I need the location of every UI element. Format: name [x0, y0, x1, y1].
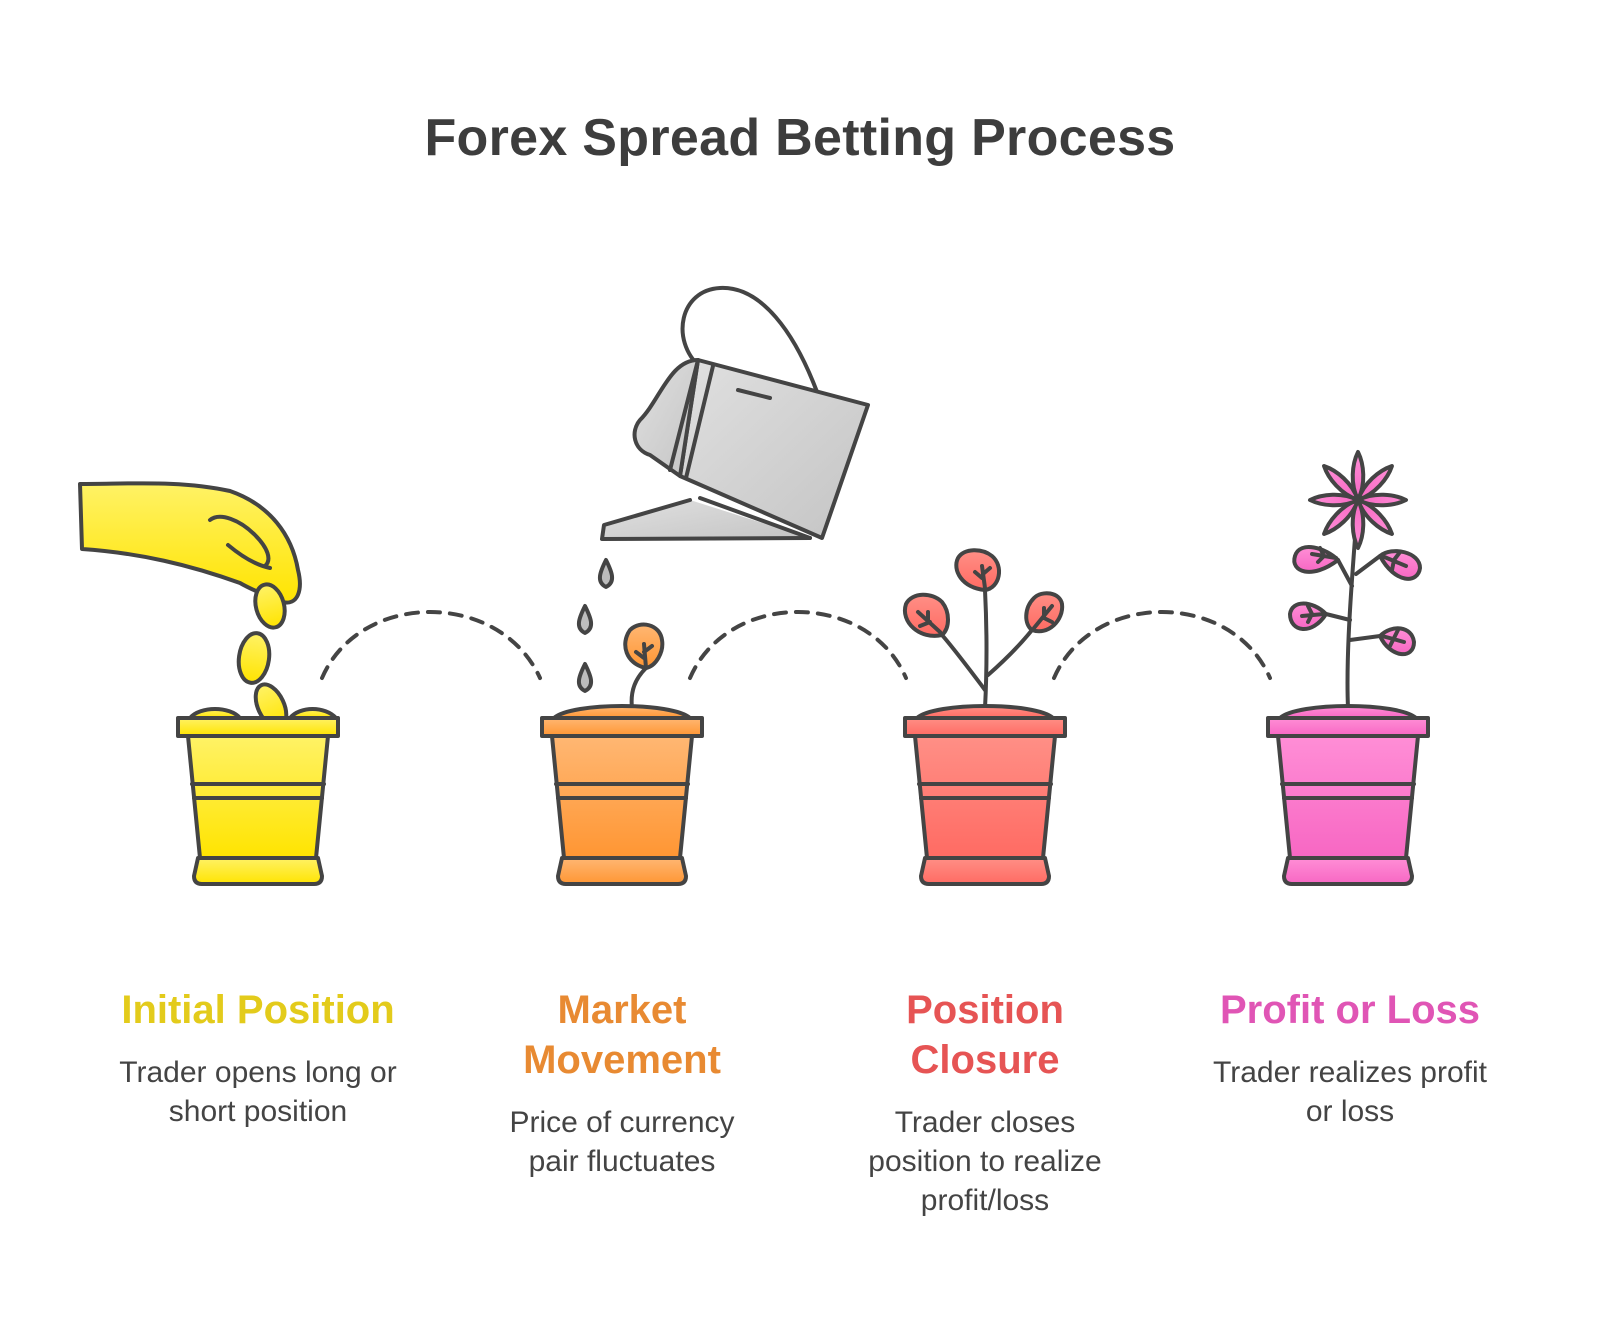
- connector-2-3: [688, 610, 908, 680]
- step-description: Trader closes position to realize profit…: [868, 1106, 1102, 1217]
- step-profit-or-loss: Profit or Loss Trader realizes profit or…: [1180, 985, 1520, 1131]
- connector-3-4: [1052, 610, 1272, 680]
- step-initial-position: Initial Position Trader opens long or sh…: [88, 985, 428, 1131]
- connector-1-2: [320, 610, 542, 680]
- step-description: Trader realizes profit or loss: [1213, 1056, 1487, 1128]
- step-description: Price of currency pair fluctuates: [509, 1106, 735, 1178]
- step-title: Market Movement: [523, 988, 721, 1082]
- step-title: Initial Position: [121, 988, 395, 1032]
- watering-can-over-sprout-icon: [540, 285, 870, 886]
- step-position-closure: Position Closure Trader closes position …: [815, 985, 1155, 1220]
- diagram-title: Forex Spread Betting Process: [424, 109, 1176, 167]
- hand-dropping-coins-into-pot-icon: [78, 481, 340, 886]
- step-description: Trader opens long or short position: [119, 1056, 397, 1128]
- young-plant-in-pot-icon: [902, 548, 1067, 886]
- step-title: Profit or Loss: [1219, 988, 1481, 1032]
- flowering-plant-in-pot-icon: [1266, 450, 1430, 886]
- step-title: Position Closure: [906, 988, 1064, 1082]
- step-market-movement: Market Movement Price of currency pair f…: [452, 985, 792, 1181]
- dashed-connectors: [320, 610, 1272, 680]
